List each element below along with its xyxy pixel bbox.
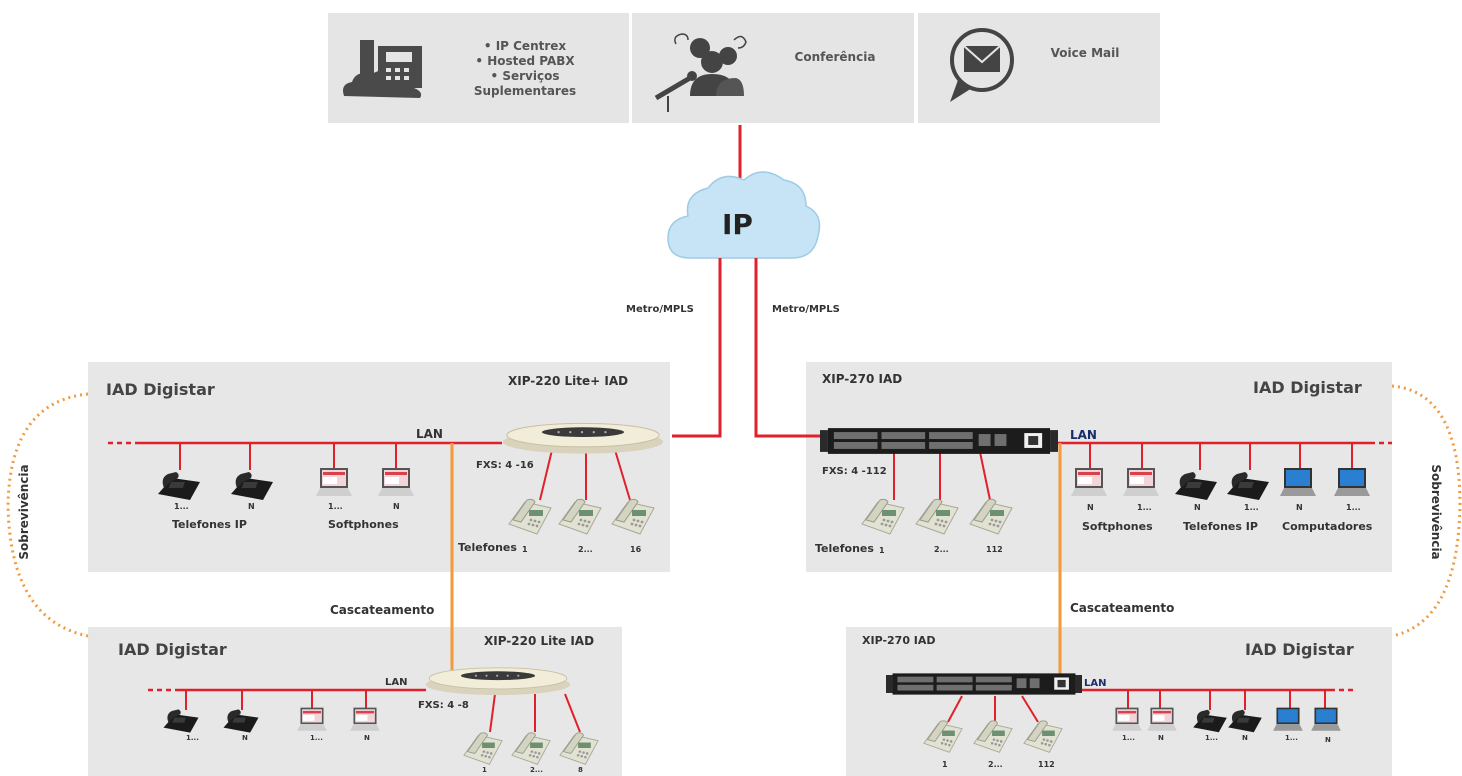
xip220-lite-plus-router-icon bbox=[502, 422, 664, 455]
right-bottom-in: N bbox=[1242, 734, 1248, 742]
right-bottom-cn: N bbox=[1325, 736, 1331, 744]
left-top-lan: LAN bbox=[416, 427, 443, 441]
right-top-ipphones-label: Telefones IP bbox=[1183, 520, 1258, 533]
panel-right-bottom bbox=[846, 627, 1392, 776]
right-top-device: XIP-270 IAD bbox=[822, 372, 903, 386]
right-bottom-device: XIP-270 IAD bbox=[862, 634, 936, 647]
metro-left-label: Metro/MPLS bbox=[626, 304, 694, 315]
left-top-device: XIP-220 Lite+ IAD bbox=[508, 374, 629, 388]
left-bottom-p2: 2... bbox=[530, 766, 543, 774]
right-top-computers-label: Computadores bbox=[1282, 520, 1373, 533]
right-top-phones-label: Telefones bbox=[815, 542, 874, 555]
xip220-lite-router-icon bbox=[425, 667, 571, 696]
left-bottom-lan: LAN bbox=[385, 677, 408, 688]
left-bottom-fxs: FXS: 4 -8 bbox=[418, 700, 469, 711]
right-top-c1: 1... bbox=[1346, 503, 1361, 512]
right-bottom-lan: LAN bbox=[1084, 678, 1107, 689]
left-bottom-pn: 8 bbox=[578, 766, 583, 774]
left-top-fxs: FXS: 4 -16 bbox=[476, 460, 534, 471]
left-bottom-sn: N bbox=[364, 734, 370, 742]
right-bottom-s1: 1... bbox=[1122, 734, 1135, 742]
left-top-pn: 16 bbox=[630, 545, 642, 554]
panel-right-top bbox=[806, 362, 1392, 572]
right-bottom-p1: 1 bbox=[942, 760, 948, 769]
cloud-label: IP bbox=[722, 208, 753, 241]
xip270-rack-bottom-icon bbox=[886, 673, 1082, 695]
metro-right-label: Metro/MPLS bbox=[772, 304, 840, 315]
service-voicemail-text: Voice Mail bbox=[1050, 46, 1120, 60]
right-top-lan: LAN bbox=[1070, 428, 1097, 442]
voice-mail-icon bbox=[950, 28, 1014, 102]
left-bottom-nn: N bbox=[242, 734, 248, 742]
left-top-sn: N bbox=[393, 502, 400, 511]
left-top-p2: 2... bbox=[578, 545, 593, 554]
left-top-softphones-label: Softphones bbox=[328, 518, 399, 531]
service-conference-text: Conferência bbox=[794, 50, 876, 64]
left-top-phones-label: Telefones bbox=[458, 541, 517, 554]
left-bottom-s1: 1... bbox=[310, 734, 323, 742]
cascade-right-label: Cascateamento bbox=[1070, 601, 1175, 615]
right-bottom-c1: 1... bbox=[1285, 734, 1298, 742]
service-panel-voicemail bbox=[918, 13, 1160, 123]
right-top-cn: N bbox=[1296, 503, 1303, 512]
left-bottom-title: IAD Digistar bbox=[118, 640, 227, 659]
survival-left-label: Sobrevivência bbox=[17, 464, 31, 560]
right-bottom-i1: 1... bbox=[1205, 734, 1218, 742]
right-top-in: N bbox=[1194, 503, 1201, 512]
xip270-rack-top-icon bbox=[820, 428, 1058, 454]
ip-phone-cloud-icon bbox=[343, 40, 422, 98]
service-line: • Hosted PABX bbox=[475, 54, 575, 68]
right-top-p1: 1 bbox=[879, 546, 885, 555]
right-top-i1: 1... bbox=[1244, 503, 1259, 512]
conference-icon bbox=[654, 33, 747, 112]
service-panel-conference bbox=[632, 13, 914, 123]
right-top-s1: 1... bbox=[1137, 503, 1152, 512]
right-bottom-pn: 112 bbox=[1038, 760, 1055, 769]
right-top-title: IAD Digistar bbox=[1253, 378, 1362, 397]
survival-right-label: Sobrevivência bbox=[1429, 464, 1443, 560]
right-top-softphones-label: Softphones bbox=[1082, 520, 1153, 533]
left-top-title: IAD Digistar bbox=[106, 380, 215, 399]
right-top-p2: 2... bbox=[934, 545, 949, 554]
right-top-pn: 112 bbox=[986, 545, 1003, 554]
service-line: • Serviços bbox=[490, 69, 560, 83]
left-bottom-p1: 1 bbox=[482, 766, 487, 774]
right-bottom-title: IAD Digistar bbox=[1245, 640, 1354, 659]
right-bottom-p2: 2... bbox=[988, 760, 1003, 769]
left-top-s1: 1... bbox=[328, 502, 343, 511]
left-bottom-device: XIP-220 Lite IAD bbox=[484, 634, 595, 648]
service-centrex-text: • IP Centrex • Hosted PABX • Serviços Su… bbox=[470, 39, 580, 99]
service-line: Suplementares bbox=[473, 84, 577, 98]
ip-cloud-icon bbox=[667, 171, 821, 259]
left-top-n1: 1... bbox=[174, 502, 189, 511]
left-top-nn: N bbox=[248, 502, 255, 511]
panel-left-top bbox=[88, 362, 670, 572]
left-top-p1: 1 bbox=[522, 545, 528, 554]
right-top-sn: N bbox=[1087, 503, 1094, 512]
left-bottom-n1: 1... bbox=[186, 734, 199, 742]
right-top-fxs: FXS: 4 -112 bbox=[822, 466, 887, 477]
right-bottom-sn: N bbox=[1158, 734, 1164, 742]
service-line: • IP Centrex bbox=[483, 39, 567, 53]
left-top-ipphones-label: Telefones IP bbox=[172, 518, 247, 531]
cascade-left-label: Cascateamento bbox=[330, 603, 435, 617]
